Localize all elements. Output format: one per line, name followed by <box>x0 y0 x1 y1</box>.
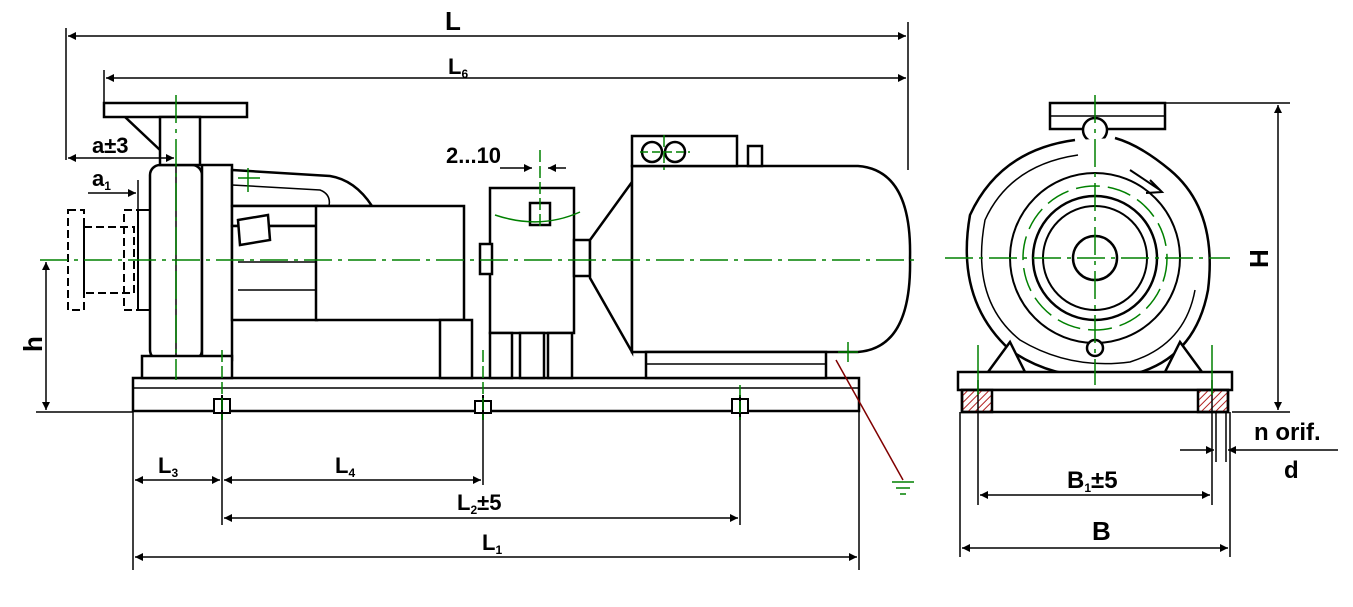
dim-label-L: L <box>445 6 461 36</box>
dim-label-L1: L1 <box>482 530 502 557</box>
dim-label-L3: L3 <box>158 453 178 480</box>
dim-label-n-orif: n orif. <box>1254 419 1321 446</box>
side-centerlines <box>40 95 920 420</box>
dim-label-L2: L2±5 <box>457 490 501 517</box>
dim-label-h: h <box>18 336 48 352</box>
electric-motor <box>588 134 912 380</box>
dim-label-L6: L6 <box>448 54 468 81</box>
dim-label-B: B <box>1092 516 1111 546</box>
bearing-support <box>438 318 474 380</box>
dim-label-L4: L4 <box>335 453 355 480</box>
side-dimensions <box>36 22 909 570</box>
pump-casing <box>140 163 234 380</box>
end-centerlines <box>945 95 1230 395</box>
dim-label-a1: a1 <box>92 166 111 193</box>
end-dimensions <box>959 102 1338 557</box>
dim-label-H: H <box>1244 249 1274 268</box>
coupling-guard <box>478 186 592 380</box>
dim-label-a3: a±3 <box>92 133 129 158</box>
ground-symbol <box>835 359 914 495</box>
dim-label-d: d <box>1284 457 1299 484</box>
dim-label-gap: 2...10 <box>446 143 501 168</box>
base-frame <box>131 376 861 413</box>
bearing-housing <box>314 204 466 322</box>
dim-label-B1: B1±5 <box>1067 467 1118 495</box>
